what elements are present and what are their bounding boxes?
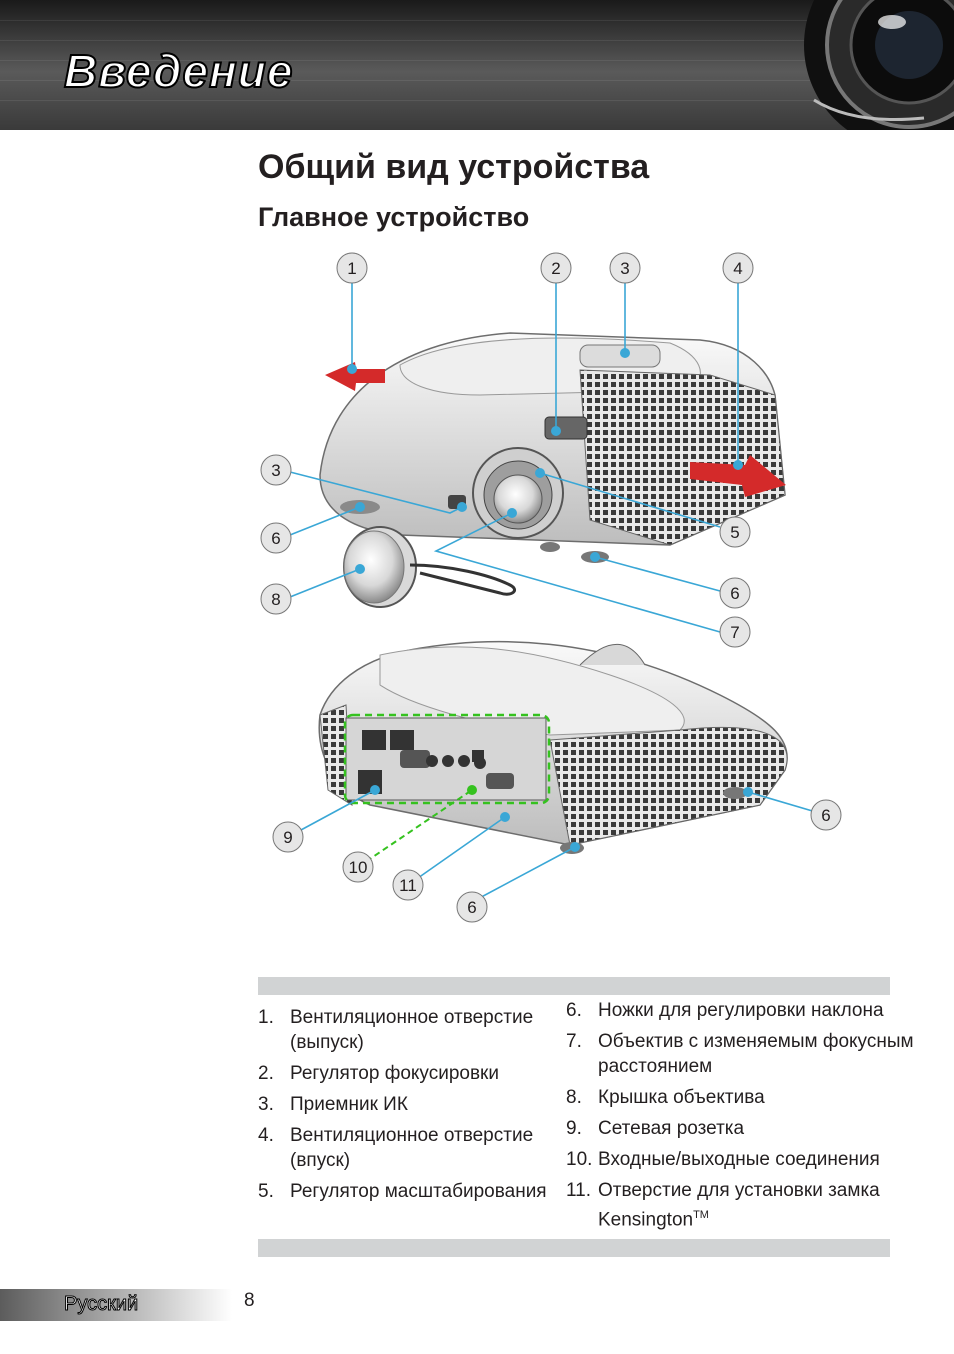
- svg-text:3: 3: [620, 259, 629, 278]
- svg-text:7: 7: [730, 623, 739, 642]
- svg-text:6: 6: [821, 806, 830, 825]
- header-banner: Введение: [0, 0, 954, 130]
- svg-text:9: 9: [283, 828, 292, 847]
- callout-6-right: 6: [719, 577, 751, 609]
- list-item: 4.Вентиляционное отверстие (впуск): [258, 1125, 534, 1171]
- footer-language-tab: [0, 1289, 232, 1321]
- chapter-title: Введение: [63, 44, 294, 98]
- callout-6-rear-bottom: 6: [456, 891, 488, 923]
- callout-3: 3: [609, 252, 641, 284]
- list-item: 1.Вентиляционное отверстие (выпуск): [258, 1007, 534, 1053]
- svg-text:11: 11: [399, 876, 417, 895]
- callout-5: 5: [719, 516, 751, 548]
- divider-bar-bottom: [258, 1239, 890, 1257]
- list-item: 9.Сетевая розетка: [566, 1118, 745, 1139]
- callout-2: 2: [540, 252, 572, 284]
- projector-diagram: 1 2 3 4 3 6 8 5 6 7 6 9 10 11 6: [260, 252, 842, 923]
- list-item: 7.Объектив с изменяемым фокусным расстоя…: [566, 1031, 914, 1077]
- section-subtitle: Главное устройство: [258, 202, 530, 232]
- lens-decoration-icon: [804, 0, 954, 130]
- svg-text:2: 2: [551, 259, 560, 278]
- callout-9: 9: [272, 821, 304, 853]
- svg-text:5: 5: [730, 523, 739, 542]
- divider-bar-top: [258, 977, 890, 995]
- svg-text:4: 4: [733, 259, 742, 278]
- callout-8: 8: [260, 583, 292, 615]
- svg-text:6: 6: [467, 898, 476, 917]
- projector-rear-view: [318, 640, 788, 854]
- list-item: 5.Регулятор масштабирования: [258, 1181, 547, 1202]
- callout-1: 1: [336, 252, 368, 284]
- list-item: 2.Регулятор фокусировки: [258, 1063, 499, 1084]
- callout-11: 11: [392, 869, 424, 901]
- list-item: 6.Ножки для регулировки наклона: [566, 1000, 884, 1021]
- legend-list-left: 1.Вентиляционное отверстие (выпуск) 2.Ре…: [258, 1005, 548, 1210]
- svg-text:1: 1: [347, 259, 356, 278]
- svg-text:8: 8: [271, 590, 280, 609]
- list-item: 8.Крышка объектива: [566, 1087, 765, 1108]
- list-item: 11.Отверстие для установки замка Kensing…: [566, 1180, 880, 1231]
- legend-list-right: 6.Ножки для регулировки наклона 7.Объект…: [566, 998, 916, 1238]
- projector-front-view: [319, 332, 786, 608]
- callout-10: 10: [342, 851, 374, 883]
- callout-4: 4: [722, 252, 754, 284]
- callout-7: 7: [719, 616, 751, 648]
- footer-language: Русский: [63, 1293, 139, 1316]
- svg-text:6: 6: [271, 529, 280, 548]
- svg-text:3: 3: [271, 461, 280, 480]
- list-item: 10.Входные/выходные соединения: [566, 1149, 880, 1170]
- list-item: 3.Приемник ИК: [258, 1094, 408, 1115]
- callout-6-left: 6: [260, 522, 292, 554]
- callout-3-left: 3: [260, 454, 292, 486]
- page-title: Общий вид устройства: [258, 148, 650, 186]
- callout-6-rear-right: 6: [810, 799, 842, 831]
- page-number: 8: [244, 1290, 255, 1311]
- svg-text:10: 10: [349, 858, 368, 877]
- svg-text:6: 6: [730, 584, 739, 603]
